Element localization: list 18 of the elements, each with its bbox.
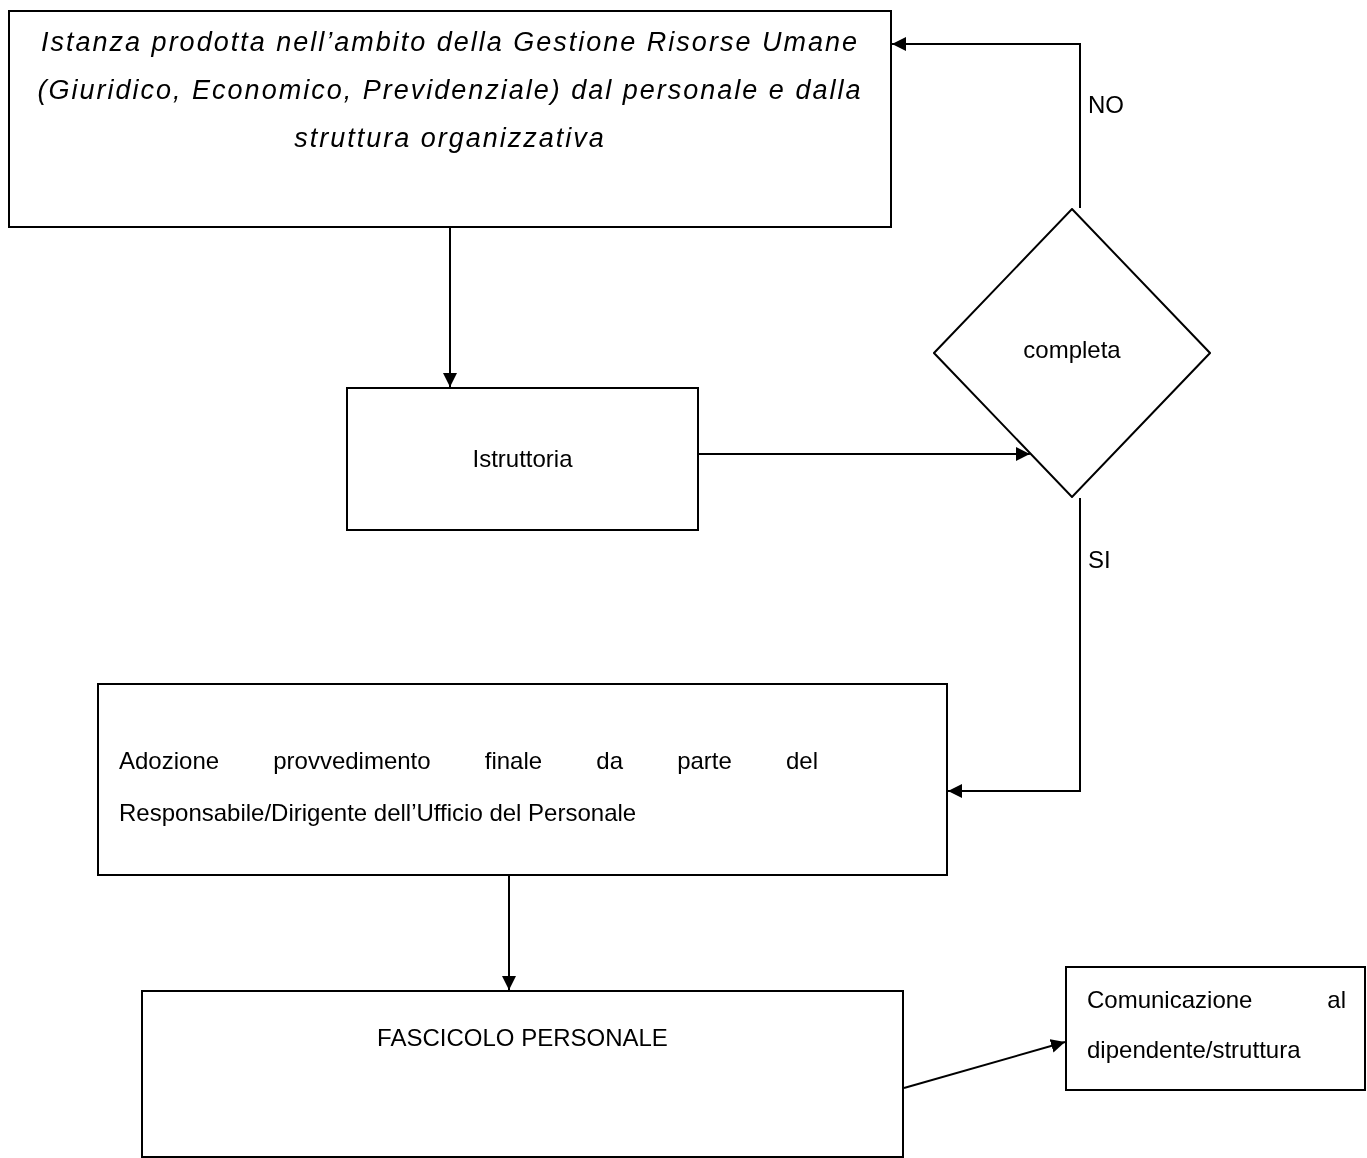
node-text: Istanza prodotta nell’ambito della Gestione Risorse Umane (Giuridico, Economico, Previdenziale) dal personale e dalla struttura organizzativa xyxy=(37,27,863,153)
arrow xyxy=(947,497,1081,798)
arrow xyxy=(891,37,1081,209)
node-text: Istruttoria xyxy=(472,444,573,474)
process-box xyxy=(346,387,699,531)
node-text: Adozione provvedimento finale da parte del Responsabile/Dirigente dell’Ufficio del Personale xyxy=(119,747,818,826)
process-box xyxy=(97,683,948,876)
arrow xyxy=(903,1039,1066,1089)
process-box xyxy=(1065,966,1366,1091)
node-text: Comunicazione al dipendente/struttura xyxy=(1087,986,1346,1063)
arrow xyxy=(698,447,1031,461)
arrow xyxy=(502,875,516,991)
process-box xyxy=(141,990,904,1158)
process-box xyxy=(8,10,892,228)
decision-diamond xyxy=(933,208,1211,498)
arrow xyxy=(443,227,457,388)
node-text: FASCICOLO PERSONALE xyxy=(377,1024,668,1051)
node-text: completa xyxy=(1023,335,1121,365)
